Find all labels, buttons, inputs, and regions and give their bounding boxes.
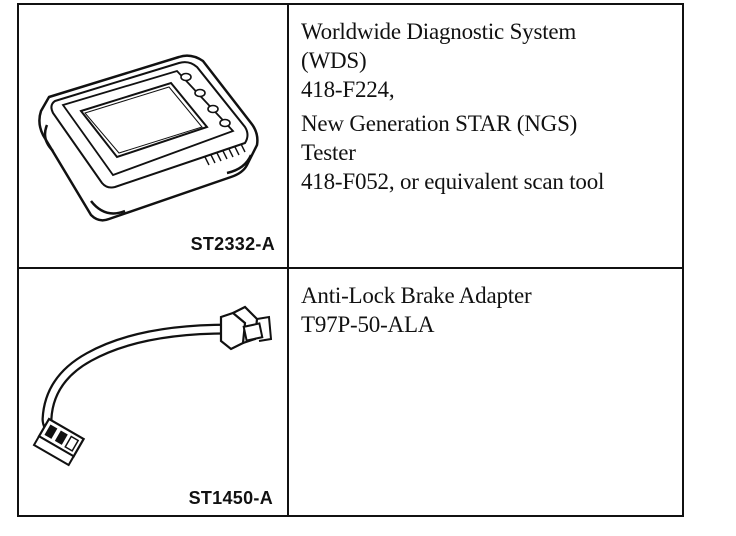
description-cell: Anti-Lock Brake Adapter T97P-50-ALA bbox=[289, 269, 682, 517]
description-line: 418-F224, bbox=[301, 77, 395, 102]
description-line: T97P-50-ALA bbox=[301, 312, 435, 337]
figure-label: ST2332-A bbox=[190, 234, 275, 254]
illustration-cell: ST1450-A bbox=[19, 269, 287, 517]
tool-row-adapter: ST1450-A Anti-Lock Brake Adapter T97P-50… bbox=[19, 269, 682, 517]
description-line: Tester bbox=[301, 140, 356, 165]
figure-label: ST1450-A bbox=[188, 488, 273, 508]
description-line: Worldwide Diagnostic System bbox=[301, 19, 577, 44]
column-divider bbox=[287, 269, 289, 517]
special-tools-table: ST2332-A Worldwide Diagnostic System (WD… bbox=[17, 3, 684, 517]
description-line: New Generation STAR (NGS) bbox=[301, 111, 578, 136]
tool-row-scan-tool: ST2332-A Worldwide Diagnostic System (WD… bbox=[19, 5, 682, 269]
description-line: 418-F052, or equivalent scan tool bbox=[301, 169, 605, 194]
description-line: Anti-Lock Brake Adapter bbox=[301, 283, 532, 308]
adapter-cable-icon bbox=[32, 305, 273, 467]
illustration-cell: ST2332-A bbox=[19, 5, 287, 267]
description-line: (WDS) bbox=[301, 48, 367, 73]
column-divider bbox=[287, 5, 289, 267]
scan-tool-icon bbox=[38, 54, 259, 222]
description-cell: Worldwide Diagnostic System (WDS) 418-F2… bbox=[289, 5, 682, 267]
